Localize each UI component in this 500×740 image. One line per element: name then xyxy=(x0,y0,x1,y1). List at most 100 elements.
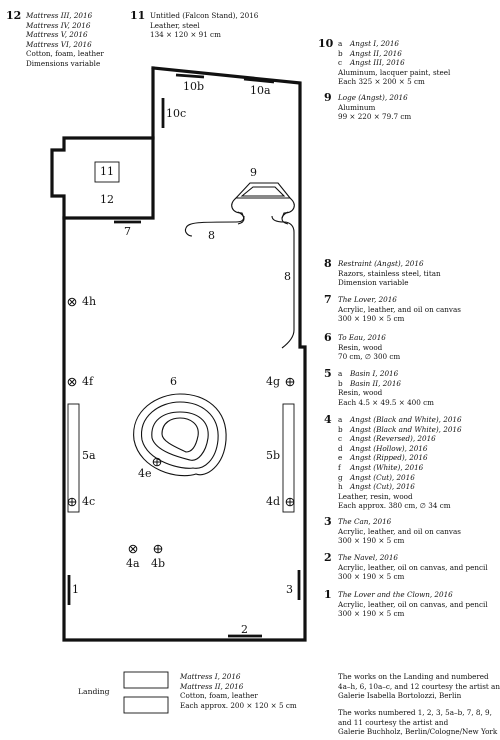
wall-outline xyxy=(62,66,307,642)
legend-entry-7: The Lover, 2016 Acrylic, leather, and oi… xyxy=(338,295,461,324)
dimensions-7: 300 × 190 × 5 cm xyxy=(338,314,405,324)
credits-bortolozzi: The works on the Landing and numbered 4a… xyxy=(338,672,500,701)
materials-3: Acrylic, leather, and oil on canvas xyxy=(338,526,461,536)
legend-num-8: 8 xyxy=(324,257,332,270)
work-5b-basin xyxy=(282,403,295,513)
title-12-1: Mattress III, 2016 xyxy=(26,11,93,20)
letter-4h: h xyxy=(338,482,343,492)
title-10c: Angst III, 2016 xyxy=(350,58,405,68)
materials-5: Resin, wood xyxy=(338,388,383,398)
legend-num-9: 9 xyxy=(324,91,332,104)
title-4b: Angst (Black and White), 2016 xyxy=(350,424,462,434)
dimensions-2: 300 × 190 × 5 cm xyxy=(338,572,405,582)
credit-line: The works on the Landing and numbered xyxy=(338,672,489,681)
title-7: The Lover, 2016 xyxy=(338,295,397,304)
title-12-3: Mattress V, 2016 xyxy=(26,30,88,40)
dimensions-9: 99 × 220 × 79.7 cm xyxy=(338,112,412,122)
dimensions-6: 70 cm, ∅ 300 cm xyxy=(338,352,401,362)
letter-4c: c xyxy=(338,434,343,444)
credit-line: 4a–h, 6, 10a–c, and 12 courtesy the arti… xyxy=(338,681,500,691)
plan-label-1: 1 xyxy=(72,583,79,596)
letter-4b: b xyxy=(338,424,343,434)
work-4d-marker xyxy=(285,497,295,507)
landing-entry: Mattress I, 2016 Mattress II, 2016 Cotto… xyxy=(180,672,297,710)
materials-7: Acrylic, leather, and oil on canvas xyxy=(338,304,461,314)
work-10b-bar xyxy=(175,73,205,79)
work-9-loge xyxy=(231,182,295,225)
landing-dimensions: Each approx. 200 × 120 × 5 cm xyxy=(180,700,297,710)
title-4g: Angst (Cut), 2016 xyxy=(350,472,415,482)
plan-label-7: 7 xyxy=(124,225,131,238)
landing-title-1: Mattress I, 2016 xyxy=(180,672,241,681)
letter-4d: d xyxy=(338,443,343,453)
materials-4: Leather, resin, wood xyxy=(338,491,413,501)
plan-label-4f: 4f xyxy=(82,375,94,388)
legend-entry-6: To Eau, 2016 Resin, wood 70 cm, ∅ 300 cm xyxy=(338,333,400,362)
plan-label-4a: 4a xyxy=(126,557,140,570)
dimensions-5: Each 4.5 × 49.5 × 400 cm xyxy=(338,397,434,407)
dimensions-3: 300 × 190 × 5 cm xyxy=(338,536,405,546)
plan-label-9: 9 xyxy=(250,166,257,179)
dimensions-8: Dimension variable xyxy=(338,278,409,288)
letter-10a: a xyxy=(338,39,343,48)
plan-label-12: 12 xyxy=(100,193,114,206)
work-4h-marker xyxy=(67,297,77,307)
work-10a-bar xyxy=(243,77,275,84)
work-4g-marker xyxy=(285,377,295,387)
legend-num-3: 3 xyxy=(324,515,332,528)
legend-num-5: 5 xyxy=(324,367,332,380)
materials-11: Leather, steel xyxy=(150,20,200,30)
legend-num-7: 7 xyxy=(324,293,332,306)
legend-num-4: 4 xyxy=(324,413,332,426)
materials-1: Acrylic, leather, oil on canvas, and pen… xyxy=(338,599,488,609)
wall-annex xyxy=(50,136,155,220)
dimensions-4: Each approx. 380 cm, ∅ 34 cm xyxy=(338,501,451,511)
work-4e-marker xyxy=(152,457,162,467)
credit-line: Galerie Buchholz, Berlin/Cologne/New Yor… xyxy=(338,727,498,737)
title-4f: Angst (White), 2016 xyxy=(350,462,424,472)
title-12-4: Mattress VI, 2016 xyxy=(26,39,92,49)
title-9: Loge (Angst), 2016 xyxy=(338,93,408,102)
plan-label-4e: 4e xyxy=(138,467,152,480)
title-8: Restraint (Angst), 2016 xyxy=(338,259,424,268)
title-4c: Angst (Reversed), 2016 xyxy=(350,434,436,444)
title-10b: Angst II, 2016 xyxy=(350,48,402,58)
legend-num-1: 1 xyxy=(324,588,332,601)
dimensions-10: Each 325 × 200 × 5 cm xyxy=(338,77,425,87)
dimensions-1: 300 × 190 × 5 cm xyxy=(338,609,405,619)
landing-title-2: Mattress II, 2016 xyxy=(180,681,244,691)
letter-4g: g xyxy=(338,472,343,482)
letter-4f: f xyxy=(338,462,341,472)
title-2: The Navel, 2016 xyxy=(338,553,399,562)
legend-entry-12: Mattress III, 2016 Mattress IV, 2016 Mat… xyxy=(26,11,104,69)
plan-label-10c: 10c xyxy=(166,107,187,120)
plan-label-8a: 8 xyxy=(208,229,215,242)
legend-entry-2: The Navel, 2016 Acrylic, leather, oil on… xyxy=(338,553,488,582)
title-1: The Lover and the Clown, 2016 xyxy=(338,590,453,599)
credit-line: The works numbered 1, 2, 3, 5a–b, 7, 8, … xyxy=(338,708,492,717)
plan-label-4b: 4b xyxy=(151,557,166,570)
work-4f-marker xyxy=(67,377,77,387)
legend-num-10: 10 xyxy=(318,37,334,50)
credit-line: and 11 courtesy the artist and xyxy=(338,717,449,727)
letter-5b: b xyxy=(338,378,343,388)
letter-4e: e xyxy=(338,453,343,463)
work-5a-basin xyxy=(67,403,80,513)
legend-entry-3: The Can, 2016 Acrylic, leather, and oil … xyxy=(338,517,461,546)
plan-label-5a: 5a xyxy=(82,449,96,462)
legend-entry-8: Restraint (Angst), 2016 Razors, stainles… xyxy=(338,259,441,288)
landing-materials: Cotton, foam, leather xyxy=(180,691,258,701)
credit-line: Galerie Isabella Bortolozzi, Berlin xyxy=(338,691,462,701)
title-10a: Angst I, 2016 xyxy=(350,39,399,48)
title-4d: Angst (Hollow), 2016 xyxy=(350,443,428,453)
materials-12: Cotton, foam, leather xyxy=(26,49,104,59)
title-4a: Angst (Black and White), 2016 xyxy=(350,415,462,424)
plan-label-10a: 10a xyxy=(250,84,271,97)
title-4h: Angst (Cut), 2016 xyxy=(350,482,415,492)
plan-label-8b: 8 xyxy=(284,270,291,283)
legend-num-6: 6 xyxy=(324,331,332,344)
